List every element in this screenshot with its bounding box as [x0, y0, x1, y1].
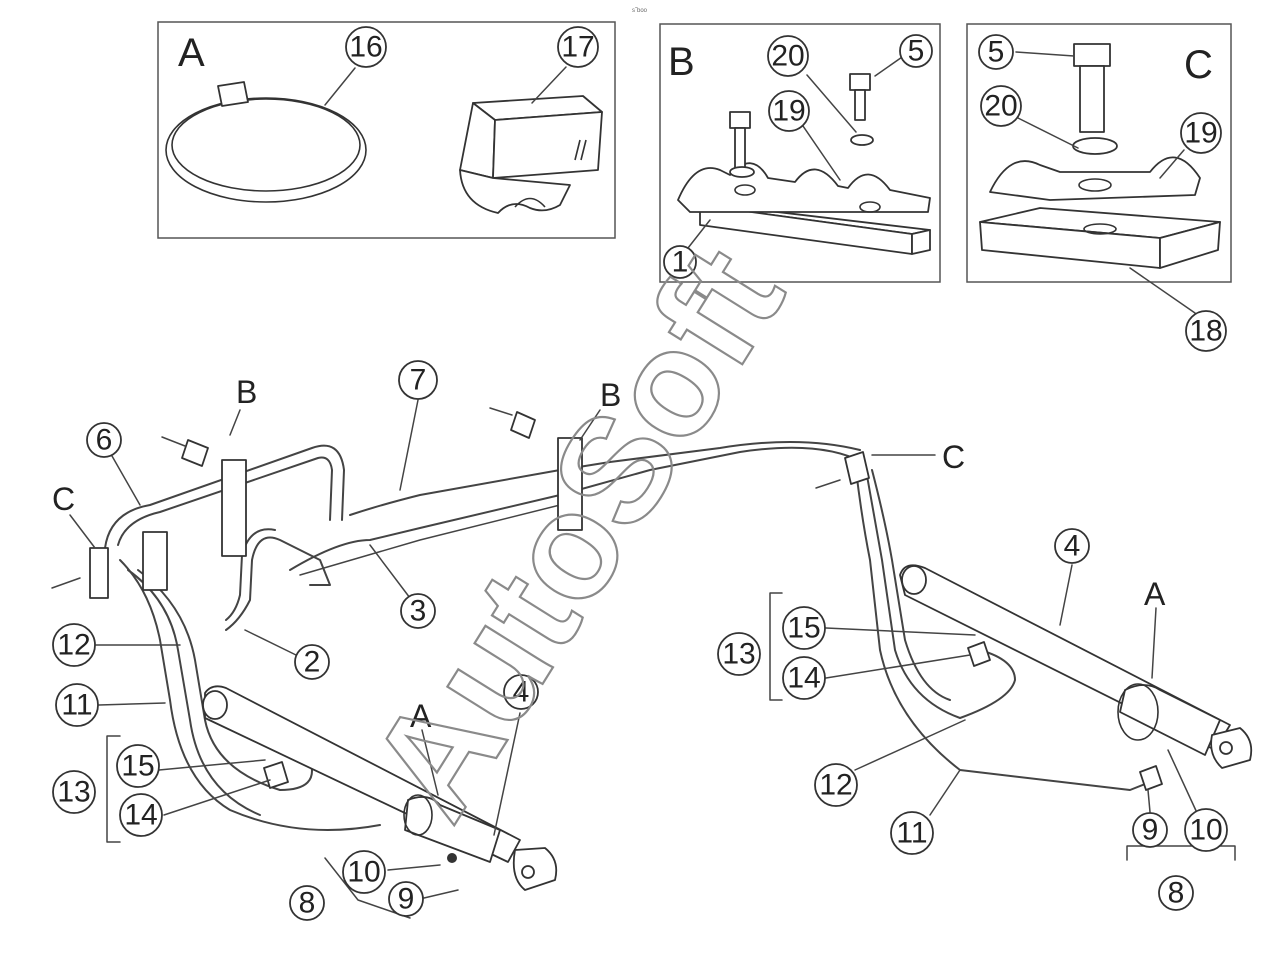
- callout: 6: [86, 422, 122, 458]
- callout-number: 4: [1064, 530, 1081, 563]
- callout: 19: [768, 90, 810, 132]
- callout-number: 14: [124, 799, 157, 832]
- callout: 11: [890, 811, 934, 855]
- callout: 15: [782, 606, 826, 650]
- inset-c-letter: C: [1184, 43, 1213, 87]
- callout-number: 10: [347, 856, 380, 889]
- hydraulic-pipes: [104, 441, 1151, 831]
- label-c-right: C: [942, 439, 965, 475]
- callout-number: 6: [96, 424, 113, 457]
- single-clamp-drawing: [979, 43, 1221, 269]
- callout-number: 20: [771, 40, 804, 73]
- label-a-left: A: [410, 698, 432, 734]
- hydraulic-cylinder-left: [202, 685, 558, 891]
- callout-number: 19: [1184, 117, 1217, 150]
- hydraulic-cylinder-right: [899, 564, 1253, 791]
- callout-number: 5: [908, 35, 925, 68]
- callout-number: 8: [1168, 877, 1185, 910]
- inset-a-letter: A: [178, 31, 205, 75]
- callout-number: 14: [787, 662, 820, 695]
- callout: 10: [342, 850, 386, 894]
- callout: 8: [1158, 875, 1194, 911]
- callout: 20: [767, 35, 809, 77]
- callout-number: 3: [410, 595, 427, 628]
- inset-a: A 16 17: [157, 21, 616, 239]
- callout: 5: [978, 34, 1014, 70]
- double-clamp-drawing: [677, 73, 931, 255]
- callout: 12: [52, 623, 96, 667]
- callout-number: 18: [1189, 315, 1222, 348]
- label-b-right: B: [600, 377, 621, 413]
- callout: 7: [398, 360, 438, 400]
- callout-number: 19: [772, 95, 805, 128]
- callout-number: 4: [513, 676, 530, 709]
- callout-number: 11: [61, 689, 92, 722]
- label-c-left: C: [52, 481, 75, 517]
- callout: 5: [899, 34, 933, 68]
- callout: 14: [782, 656, 826, 700]
- leader-lines: [69, 399, 1236, 919]
- callout: 3: [400, 593, 436, 629]
- callout: 17: [557, 26, 599, 68]
- callout-number: 13: [722, 638, 755, 671]
- callout: 13: [52, 770, 96, 814]
- inset-b-letter: B: [668, 40, 695, 84]
- callout: 20: [980, 85, 1022, 127]
- callout: 16: [345, 26, 387, 68]
- callout: 4: [1054, 528, 1090, 564]
- callout: 19: [1180, 112, 1222, 154]
- clamp-brackets: [51, 407, 870, 599]
- callout-number: 1: [672, 246, 689, 279]
- callout: 14: [119, 793, 163, 837]
- callout-number: 15: [787, 612, 820, 645]
- callout: 9: [388, 881, 424, 917]
- callout: 18: [1185, 310, 1227, 352]
- label-b-left: B: [236, 374, 257, 410]
- watermark: AutoSoft: [337, 219, 815, 845]
- header-mark: s˝boo: [632, 8, 648, 14]
- callout-number: 20: [984, 90, 1017, 123]
- callout-number: 12: [819, 769, 852, 802]
- callout: 12: [814, 763, 858, 807]
- callout-number: 15: [121, 750, 154, 783]
- band-clamp-drawing: [165, 81, 367, 203]
- callout: 10: [1184, 808, 1228, 852]
- callout-number: 17: [561, 31, 594, 64]
- callout: 2: [294, 644, 330, 680]
- callout-number: 5: [988, 36, 1005, 69]
- callout: 8: [289, 885, 325, 921]
- callout-number: 13: [57, 776, 90, 809]
- callout: 13: [717, 632, 761, 676]
- callout-number: 11: [896, 817, 927, 850]
- callout-number: 9: [1142, 814, 1159, 847]
- callout-number: 7: [410, 364, 427, 397]
- rubber-block-drawing: [459, 95, 603, 214]
- callout-number: 12: [57, 629, 90, 662]
- callout: 4: [503, 674, 539, 710]
- callout-number: 16: [349, 31, 382, 64]
- callout: 9: [1132, 812, 1168, 848]
- inset-c: C 5 20 19: [966, 23, 1232, 314]
- label-a-right: A: [1144, 576, 1166, 612]
- callout: 1: [663, 245, 697, 279]
- callout: 15: [116, 744, 160, 788]
- callout: 11: [55, 683, 99, 727]
- inset-b: B 20 5 19: [659, 23, 941, 283]
- callout-number: 9: [398, 883, 415, 916]
- callout-number: 2: [304, 646, 321, 679]
- callout-number: 8: [299, 887, 316, 920]
- callout-number: 10: [1189, 814, 1222, 847]
